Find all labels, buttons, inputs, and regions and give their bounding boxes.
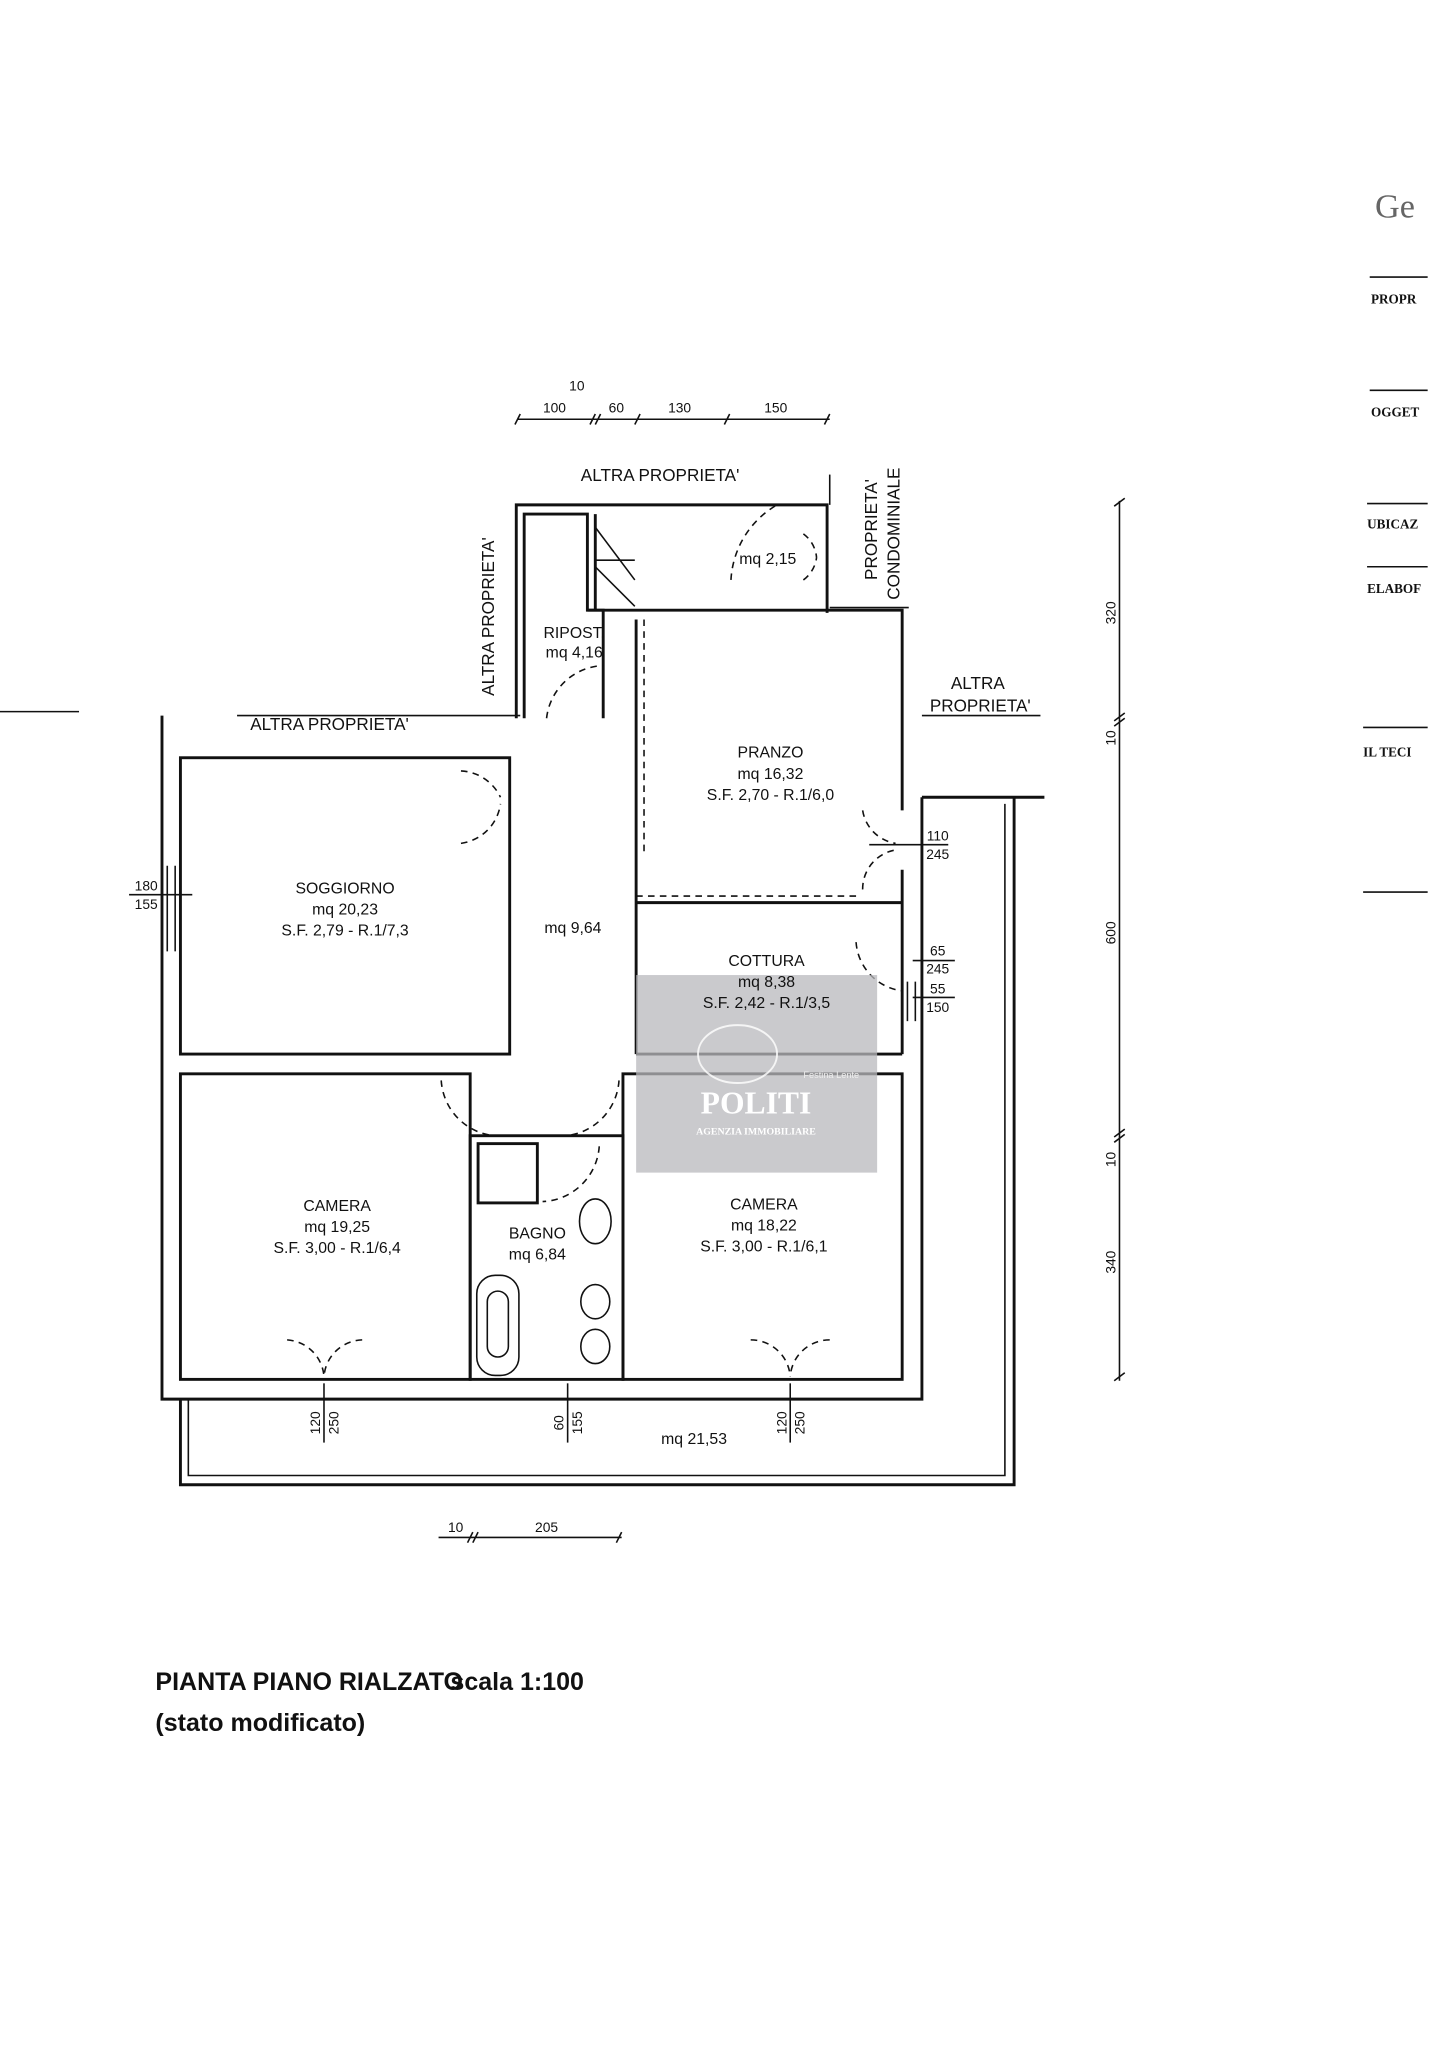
svg-text:COTTURA: COTTURA <box>728 953 805 970</box>
dim-label: 60 <box>609 400 625 416</box>
svg-text:120: 120 <box>773 1411 789 1434</box>
svg-text:PIANTA PIANO RIALZATO: PIANTA PIANO RIALZATO <box>155 1668 463 1696</box>
svg-text:340: 340 <box>1103 1250 1119 1273</box>
neighbor-label-right-2: PROPRIETA' <box>930 697 1031 716</box>
svg-text:S.F. 3,00 - R.1/6,4: S.F. 3,00 - R.1/6,4 <box>273 1240 401 1257</box>
dim-label: 150 <box>764 400 787 416</box>
svg-text:320: 320 <box>1103 601 1119 624</box>
svg-text:150: 150 <box>926 999 949 1015</box>
svg-text:mq 4,16: mq 4,16 <box>546 645 603 662</box>
room-bagno: BAGNO mq 6,84 <box>509 1225 566 1263</box>
terrace-area: mq 21,53 <box>661 1431 727 1448</box>
dimension-right: 320 10 600 10 340 <box>1103 497 1126 1382</box>
room-camera-right: CAMERA mq 18,22 S.F. 3,00 - R.1/6,1 <box>700 1196 828 1255</box>
room-stair: mq 2,15 <box>739 551 796 568</box>
room-ripost: RIPOST. mq 4,16 <box>543 625 604 662</box>
svg-text:180: 180 <box>135 878 158 894</box>
svg-text:mq 19,25: mq 19,25 <box>304 1219 370 1236</box>
svg-text:mq 2,15: mq 2,15 <box>739 551 796 568</box>
dimension-top: 100 10 60 130 150 <box>514 377 831 425</box>
svg-text:mq 20,23: mq 20,23 <box>312 901 378 918</box>
room-cottura: COTTURA mq 8,38 S.F. 2,42 - R.1/3,5 <box>703 953 831 1012</box>
svg-text:mq 18,22: mq 18,22 <box>731 1218 797 1235</box>
neighbor-label-left: ALTRA PROPRIETA' <box>250 715 409 734</box>
boundary-lines <box>0 474 1041 717</box>
svg-text:155: 155 <box>135 896 158 912</box>
svg-text:SOGGIORNO: SOGGIORNO <box>295 880 394 897</box>
svg-text:S.F. 2,70 - R.1/6,0: S.F. 2,70 - R.1/6,0 <box>707 787 835 804</box>
condo-label-1: PROPRIETA' <box>862 479 881 580</box>
drawing-title: PIANTA PIANO RIALZATO scala 1:100 (stato… <box>155 1668 584 1737</box>
svg-text:CAMERA: CAMERA <box>730 1196 798 1213</box>
svg-text:245: 245 <box>926 961 949 977</box>
dim-label: 100 <box>543 400 566 416</box>
svg-text:(stato modificato): (stato modificato) <box>155 1709 365 1737</box>
svg-text:60: 60 <box>551 1415 567 1431</box>
svg-text:AGENZIA IMMOBILIARE: AGENZIA IMMOBILIARE <box>696 1126 816 1137</box>
svg-text:245: 245 <box>926 846 949 862</box>
walls <box>160 503 1045 1487</box>
svg-text:mq 8,38: mq 8,38 <box>738 974 795 991</box>
svg-text:ELABOF: ELABOF <box>1367 581 1421 596</box>
svg-text:UBICAZ: UBICAZ <box>1367 517 1418 532</box>
room-soggiorno: SOGGIORNO mq 20,23 S.F. 2,79 - R.1/7,3 <box>281 880 409 939</box>
dim-label: 10 <box>569 377 585 393</box>
svg-text:10: 10 <box>1103 730 1119 746</box>
politi-watermark-logo: Festina Lente POLITI AGENZIA IMMOBILIARE <box>636 975 878 1173</box>
svg-text:Ge: Ge <box>1375 188 1415 226</box>
svg-text:65: 65 <box>930 942 946 958</box>
svg-text:S.F. 3,00 - R.1/6,1: S.F. 3,00 - R.1/6,1 <box>700 1239 828 1256</box>
svg-text:10: 10 <box>1103 1151 1119 1167</box>
svg-text:120: 120 <box>307 1411 323 1434</box>
neighbor-label-left-vertical: ALTRA PROPRIETA' <box>479 537 498 696</box>
svg-text:RIPOST.: RIPOST. <box>543 625 604 642</box>
svg-text:S.F. 2,42 - R.1/3,5: S.F. 2,42 - R.1/3,5 <box>703 995 831 1012</box>
svg-text:mq 16,32: mq 16,32 <box>738 766 804 783</box>
svg-text:CAMERA: CAMERA <box>303 1198 371 1215</box>
neighbor-label-top: ALTRA PROPRIETA' <box>581 466 740 485</box>
svg-text:BAGNO: BAGNO <box>509 1225 566 1242</box>
svg-text:155: 155 <box>569 1411 585 1434</box>
opening-dimensions: 180 155 110 245 65 245 55 150 120 250 60… <box>129 828 955 1443</box>
room-camera-left: CAMERA mq 19,25 S.F. 3,00 - R.1/6,4 <box>273 1198 401 1257</box>
svg-text:mq 6,84: mq 6,84 <box>509 1247 566 1264</box>
svg-text:PROPR: PROPR <box>1371 291 1417 306</box>
svg-text:110: 110 <box>927 828 949 844</box>
svg-text:250: 250 <box>792 1411 808 1434</box>
svg-text:600: 600 <box>1103 921 1119 944</box>
svg-text:PRANZO: PRANZO <box>738 745 804 762</box>
svg-text:10: 10 <box>448 1519 464 1535</box>
room-pranzo: PRANZO mq 16,32 S.F. 2,70 - R.1/6,0 <box>707 745 835 804</box>
svg-text:205: 205 <box>535 1519 558 1535</box>
svg-text:S.F. 2,79 - R.1/7,3: S.F. 2,79 - R.1/7,3 <box>281 923 409 940</box>
door-swings <box>287 504 903 1377</box>
svg-text:scala 1:100: scala 1:100 <box>450 1668 584 1696</box>
title-block: Ge PROPR OGGET UBICAZ ELABOF IL TECI <box>1363 188 1428 893</box>
bathroom-fixtures <box>166 526 917 1377</box>
svg-text:250: 250 <box>325 1411 341 1434</box>
room-corridor-area: mq 9,64 <box>544 920 601 937</box>
svg-text:POLITI: POLITI <box>701 1085 812 1120</box>
dim-label: 130 <box>668 400 691 416</box>
condo-label-2: CONDOMINIALE <box>885 468 904 600</box>
svg-text:OGGET: OGGET <box>1371 405 1419 420</box>
dimension-bottom: 10 205 <box>438 1519 623 1544</box>
svg-text:55: 55 <box>930 980 946 996</box>
svg-text:IL TECI: IL TECI <box>1363 744 1411 759</box>
svg-text:Festina Lente: Festina Lente <box>803 1070 859 1080</box>
neighbor-label-right-1: ALTRA <box>951 674 1005 693</box>
